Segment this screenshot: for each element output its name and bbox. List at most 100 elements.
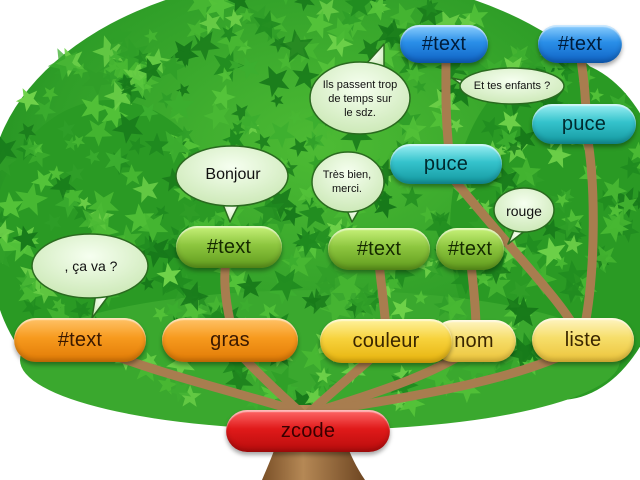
leaf-shape bbox=[76, 303, 91, 317]
node-zcode: zcode bbox=[226, 410, 390, 452]
leaf-shape bbox=[137, 212, 169, 243]
leaf-shape bbox=[81, 93, 109, 123]
leaf-shape bbox=[330, 272, 365, 305]
leaf-shape bbox=[468, 212, 494, 237]
speech-bubble bbox=[175, 145, 289, 207]
leaf-shape bbox=[559, 278, 585, 304]
leaf-shape bbox=[592, 245, 618, 271]
leaf-shape bbox=[103, 22, 132, 51]
leaf-shape bbox=[186, 19, 209, 42]
node-couleur: couleur bbox=[320, 319, 452, 363]
leaf-shape bbox=[49, 173, 77, 200]
leaf-shape bbox=[450, 265, 481, 295]
leaf-shape bbox=[78, 207, 108, 237]
leaf-shape bbox=[157, 92, 176, 109]
leaf-shape bbox=[424, 211, 456, 242]
leaf-shape bbox=[438, 293, 467, 322]
leaf-shape bbox=[480, 199, 495, 215]
leaf-shape bbox=[279, 29, 313, 63]
leaf-shape bbox=[506, 337, 540, 371]
leaf-shape bbox=[401, 186, 423, 208]
leaf-shape bbox=[222, 347, 254, 380]
leaf-shape bbox=[12, 225, 38, 252]
speech-bubbles bbox=[31, 43, 565, 319]
leaf-shape bbox=[47, 48, 81, 81]
leaf-shape bbox=[139, 103, 159, 123]
leaf-shape bbox=[602, 177, 628, 204]
leaf-shape bbox=[258, 303, 280, 324]
leaf-shape bbox=[520, 48, 547, 76]
leaf-shape bbox=[557, 215, 580, 239]
leaf-shape bbox=[289, 138, 309, 157]
leaf-shape bbox=[506, 140, 522, 156]
leaf-shape bbox=[170, 273, 202, 304]
node-puce-right: puce bbox=[532, 104, 636, 144]
leaf-shape bbox=[141, 352, 158, 369]
leaf-shape bbox=[288, 389, 315, 416]
leaf-shape bbox=[27, 143, 51, 168]
leaf-shape bbox=[542, 218, 562, 240]
leaf-shape bbox=[143, 28, 158, 44]
leaf-shape bbox=[22, 297, 42, 318]
leaf-shape bbox=[379, 18, 408, 45]
leaf-shape bbox=[113, 53, 141, 81]
leaf-shape bbox=[315, 276, 336, 297]
leaf-shape bbox=[159, 240, 183, 264]
leaf-shape bbox=[137, 235, 158, 258]
leaf-shape bbox=[230, 121, 246, 137]
leaf-shape bbox=[176, 125, 193, 143]
leaf-shape bbox=[211, 84, 236, 110]
node-text-couleur: #text bbox=[328, 228, 430, 270]
leaf-shape bbox=[619, 156, 640, 179]
leaf-shape bbox=[301, 342, 330, 372]
node-gras: gras bbox=[162, 318, 298, 362]
leaf-shape bbox=[82, 66, 113, 96]
leaf-shape bbox=[498, 111, 522, 135]
leaf-shape bbox=[120, 164, 143, 186]
leaf-shape bbox=[507, 296, 539, 327]
speech-bubble bbox=[309, 61, 411, 135]
leaf-shape bbox=[140, 276, 155, 291]
leaf-shape bbox=[508, 281, 531, 303]
leaf-shape bbox=[239, 297, 254, 313]
leaf-shape bbox=[235, 108, 261, 136]
leaf-shape bbox=[480, 116, 502, 138]
leaf-shape bbox=[588, 245, 609, 264]
leaf-shape bbox=[253, 10, 282, 40]
leaf-shape bbox=[216, 25, 248, 56]
leaf-shape bbox=[133, 49, 149, 66]
leaf-shape bbox=[308, 225, 337, 253]
leaf-shape bbox=[258, 66, 290, 98]
leaf-shape bbox=[315, 367, 332, 384]
leaf-shape bbox=[413, 290, 429, 305]
leaf-shape bbox=[432, 10, 462, 40]
leaf-shape bbox=[0, 220, 15, 244]
leaf-shape bbox=[224, 9, 245, 29]
leaf-shape bbox=[254, 133, 271, 151]
leaf-shape bbox=[85, 149, 101, 165]
leaf-shape bbox=[224, 270, 252, 297]
leaf-shape bbox=[181, 297, 208, 325]
node-liste: liste bbox=[532, 318, 634, 362]
bubble-ils-passent-text: Ils passent trop de temps sur le sdz. bbox=[322, 79, 398, 119]
leaf-shape bbox=[292, 62, 320, 90]
leaf-shape bbox=[138, 58, 162, 83]
leaf-shape bbox=[199, 11, 221, 35]
leaf-shape bbox=[0, 136, 17, 165]
leaf-shape bbox=[282, 204, 303, 227]
leaf-shape bbox=[424, 258, 446, 279]
leaf-shape bbox=[298, 198, 329, 229]
leaf-shape bbox=[42, 86, 59, 103]
leaf-shape bbox=[159, 53, 186, 81]
leaf-shape bbox=[239, 8, 255, 22]
node-text-top-right: #text bbox=[538, 25, 622, 63]
leaf-shape bbox=[277, 52, 295, 70]
leaf-shape bbox=[449, 118, 464, 133]
leaf-shape bbox=[453, 376, 481, 404]
leaf-shape bbox=[101, 101, 129, 129]
leaf-shape bbox=[213, 49, 245, 82]
leaf-shape bbox=[517, 233, 543, 259]
node-puce-mid: puce bbox=[390, 144, 502, 184]
leaf-shape bbox=[419, 206, 437, 224]
leaf-shape bbox=[267, 121, 296, 149]
